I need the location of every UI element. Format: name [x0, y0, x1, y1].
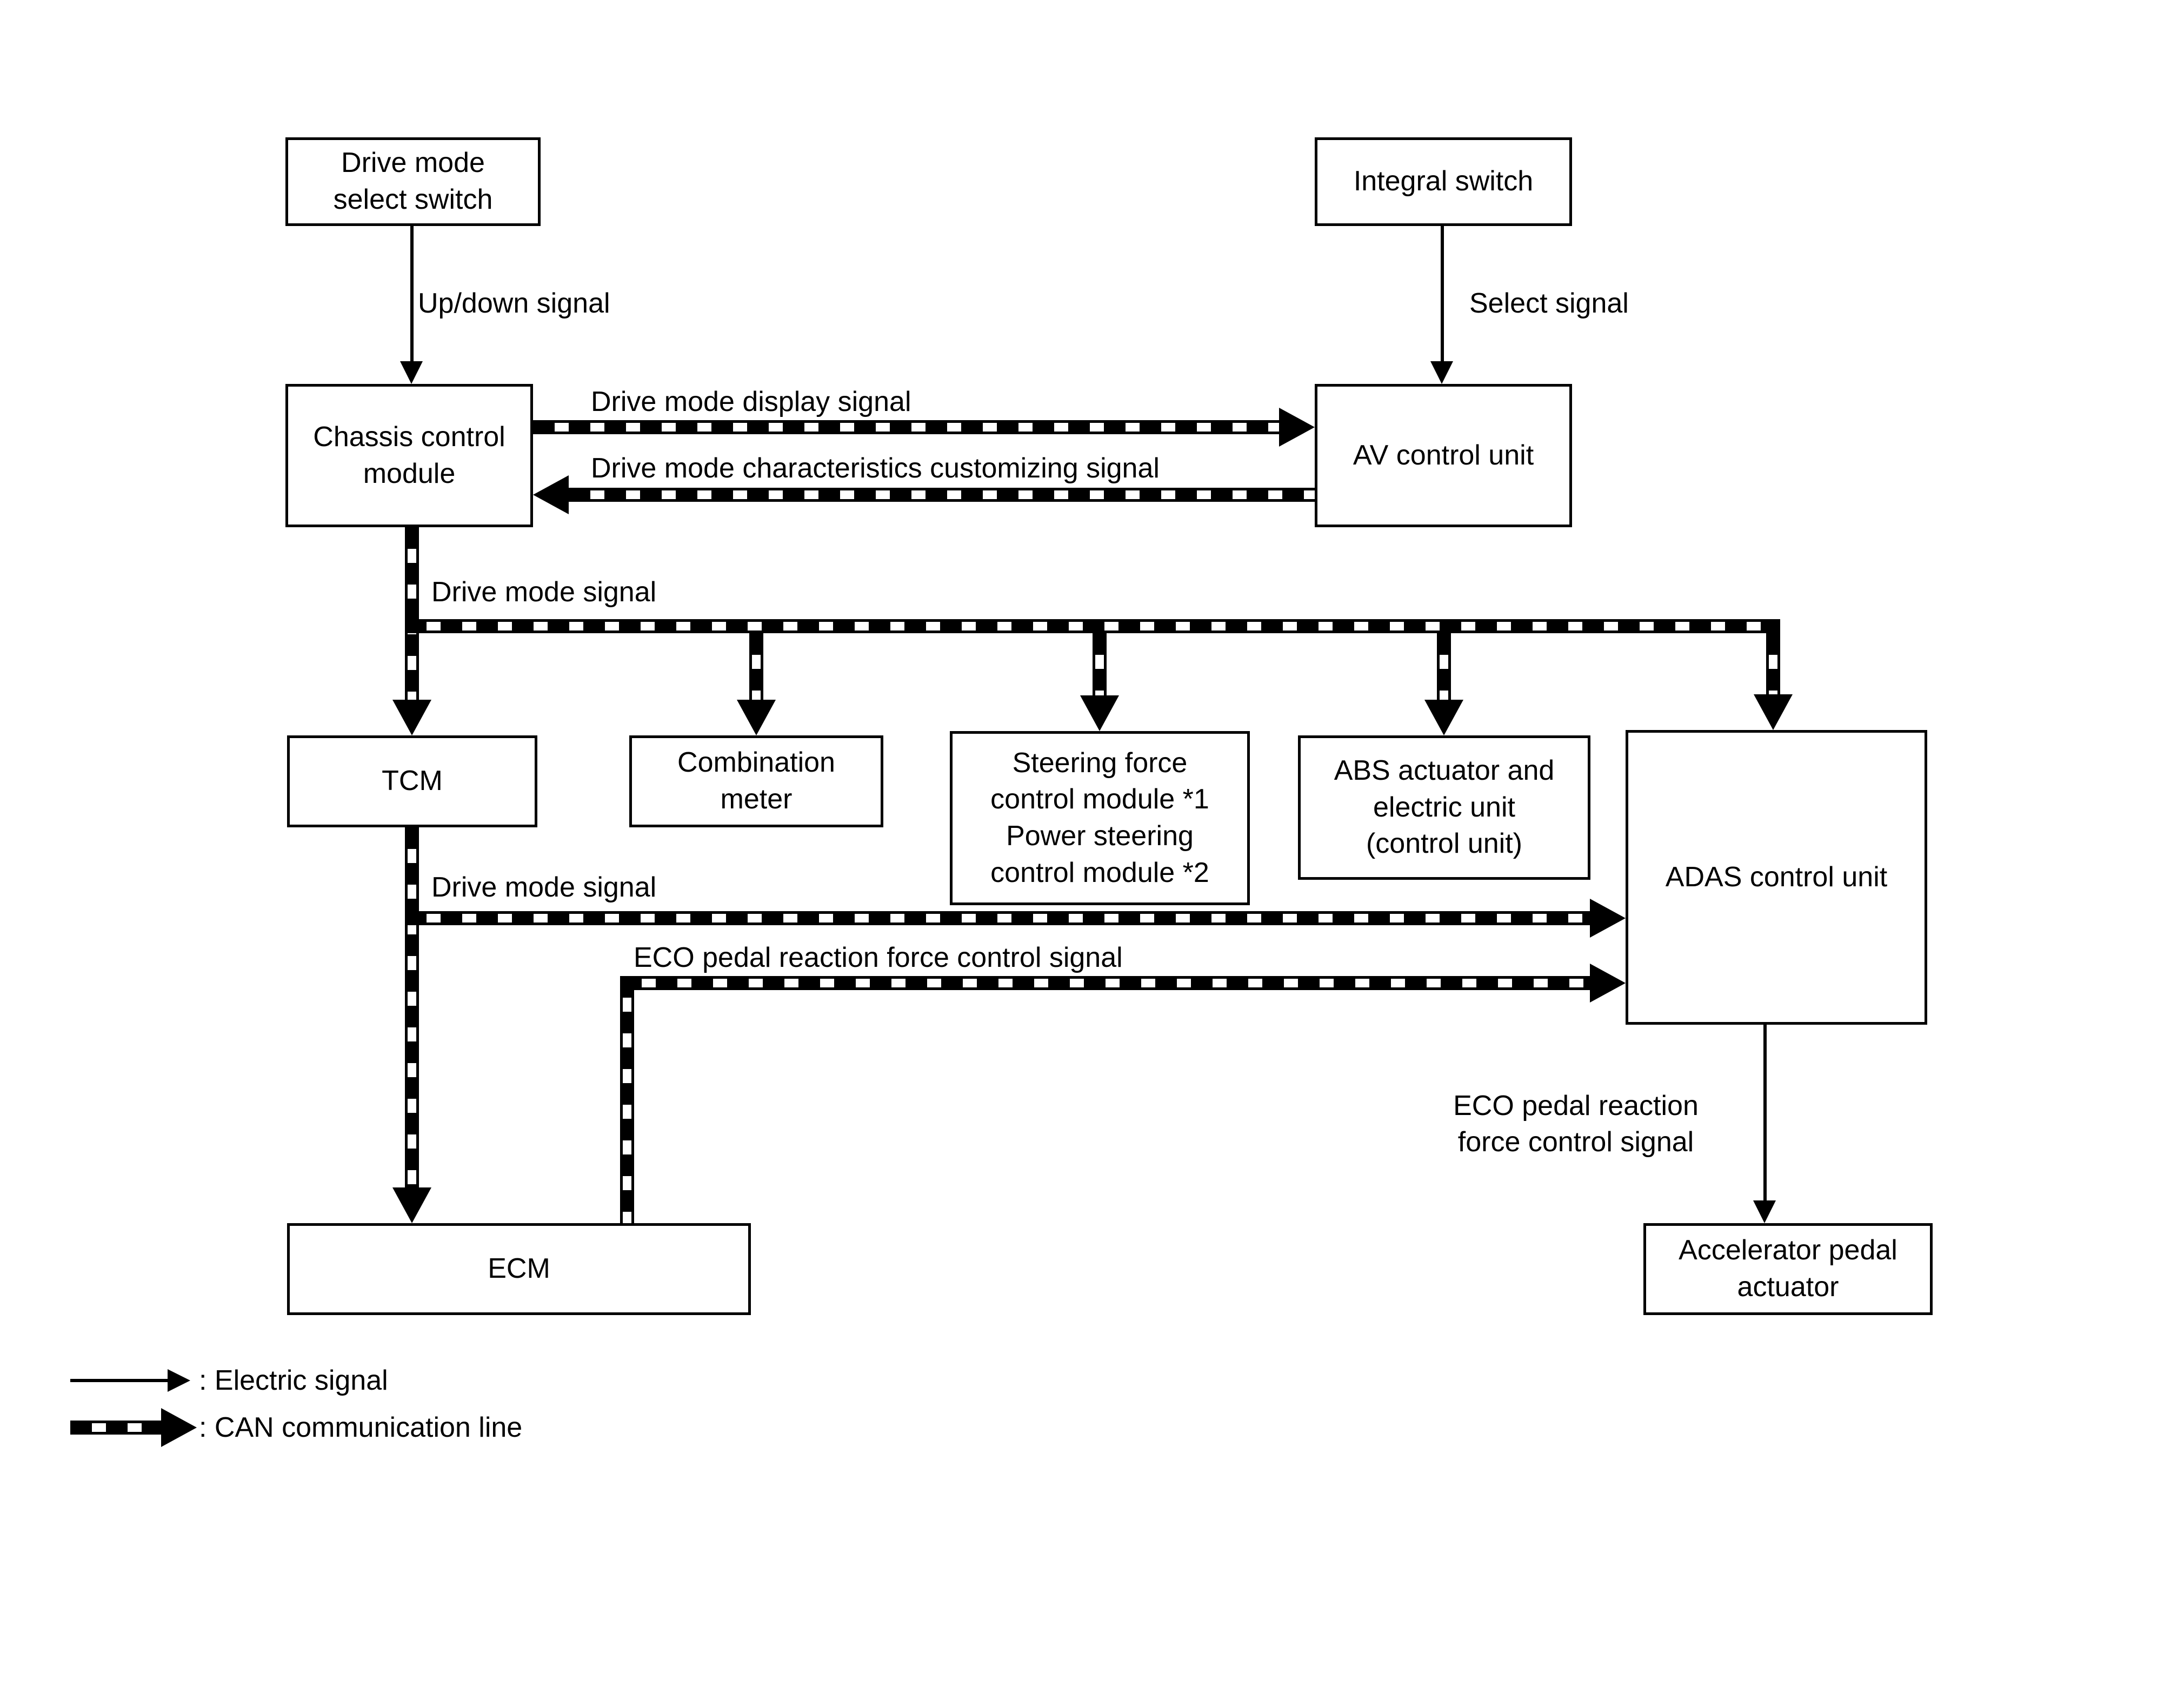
can-line-drive-mode-bus [405, 619, 1780, 633]
node-accelerator-pedal-actuator: Accelerator pedal actuator [1643, 1223, 1933, 1315]
can-arrowhead-icon [392, 1187, 431, 1223]
can-arrowhead-icon [392, 700, 431, 735]
can-drop-steering-module [1093, 633, 1107, 695]
electric-line-select-switch-to-chassis [410, 226, 414, 361]
label-drive-mode-signal-tcm: Drive mode signal [431, 872, 657, 903]
node-drive-mode-select-switch: Drive mode select switch [285, 137, 541, 226]
legend-electric-arrowhead-icon [168, 1369, 190, 1392]
can-drop-adas [1766, 633, 1780, 694]
label-up-down-signal: Up/down signal [418, 288, 610, 319]
can-line-drive-mode-display [533, 420, 1279, 434]
node-ecm: ECM [287, 1223, 751, 1315]
node-av-control-unit: AV control unit [1315, 384, 1572, 527]
label-select-signal: Select signal [1469, 288, 1629, 319]
node-adas-control-unit: ADAS control unit [1626, 730, 1927, 1025]
legend-electric-line-icon [70, 1379, 168, 1382]
can-arrowhead-icon [1279, 408, 1315, 447]
electric-line-adas-to-accelerator [1763, 1025, 1767, 1200]
label-eco-pedal-signal-horizontal: ECO pedal reaction force control signal [634, 942, 1123, 973]
can-arrowhead-icon [1590, 964, 1626, 1003]
label-eco-pedal-signal-vertical: ECO pedal reaction force control signal [1453, 1090, 1699, 1158]
legend-can-arrowhead-icon [161, 1408, 197, 1447]
node-tcm: TCM [287, 735, 537, 827]
legend-can-label: : CAN communication line [199, 1412, 523, 1443]
can-arrowhead-icon [1424, 700, 1463, 735]
can-drop-combination-meter [749, 633, 763, 700]
node-abs-actuator: ABS actuator and electric unit (control … [1298, 735, 1590, 880]
can-line-ecm-to-adas [620, 976, 1590, 990]
can-line-drive-mode-customizing [569, 488, 1315, 502]
node-steering-power-module: Steering force control module *1 Power s… [950, 731, 1250, 905]
can-arrowhead-icon [737, 700, 776, 735]
node-integral-switch: Integral switch [1315, 137, 1572, 226]
electric-arrowhead-icon [1430, 361, 1453, 384]
node-combination-meter: Combination meter [629, 735, 883, 827]
legend-can-line-icon [70, 1421, 161, 1435]
can-arrowhead-icon [1590, 899, 1626, 938]
label-drive-mode-display-signal: Drive mode display signal [591, 386, 911, 417]
can-arrowhead-icon [1754, 694, 1793, 730]
can-line-chassis-to-tcm [405, 527, 419, 700]
can-line-ecm-riser [620, 976, 634, 1223]
electric-line-integral-to-av [1441, 226, 1444, 361]
legend-electric-label: : Electric signal [199, 1365, 388, 1396]
electric-arrowhead-icon [1753, 1200, 1776, 1223]
can-line-tcm-to-adas [405, 911, 1590, 925]
label-drive-mode-customizing-signal: Drive mode characteristics customizing s… [591, 453, 1160, 484]
node-chassis-control-module: Chassis control module [285, 384, 533, 527]
can-arrowhead-icon [533, 475, 569, 514]
can-line-tcm-to-ecm [405, 827, 419, 1187]
can-drop-abs-actuator [1437, 633, 1451, 700]
electric-arrowhead-icon [400, 361, 423, 384]
label-drive-mode-signal-bus: Drive mode signal [431, 576, 657, 608]
can-arrowhead-icon [1080, 695, 1119, 731]
